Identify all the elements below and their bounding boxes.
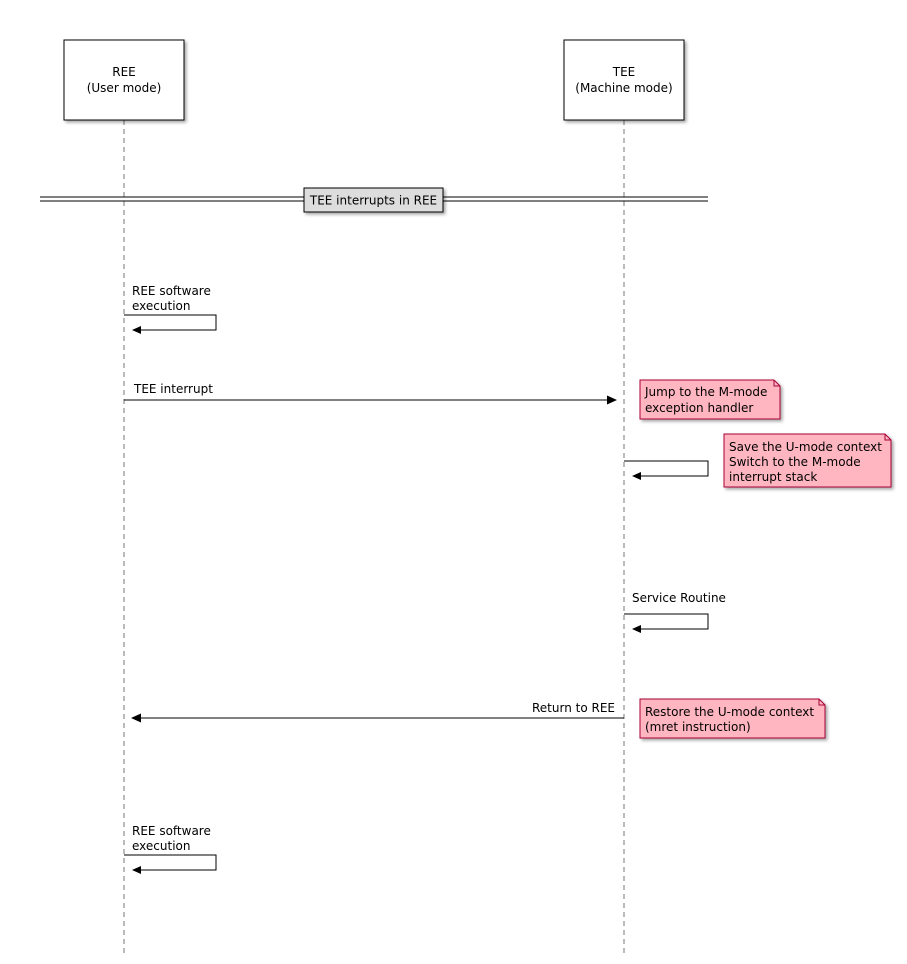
participant-tee-name: TEE (612, 65, 636, 79)
message-label: execution (132, 839, 190, 853)
note-text: Jump to the M-mode (644, 385, 767, 399)
message-label: execution (132, 299, 190, 313)
message-label: Return to REE (532, 701, 615, 715)
note-save: Save the U-mode context Switch to the M-… (723, 433, 892, 488)
note-text: (mret instruction) (645, 720, 751, 734)
arrowhead-icon (607, 395, 617, 405)
note-text: Switch to the M-mode (729, 455, 861, 469)
note-jump: Jump to the M-mode exception handler (639, 379, 781, 420)
participant-tee: TEE (Machine mode) (563, 39, 685, 121)
participant-tee-mode: (Machine mode) (575, 81, 672, 95)
arrowhead-icon (132, 866, 141, 874)
arrowhead-icon (632, 625, 641, 633)
note-text: exception handler (645, 401, 753, 415)
note-text: Restore the U-mode context (645, 705, 814, 719)
message-return-to-ree: Return to REE (131, 701, 624, 723)
participant-ree-name: REE (112, 65, 136, 79)
message-label: REE software (132, 824, 211, 838)
note-text: interrupt stack (729, 470, 817, 484)
message-tee-interrupt: TEE interrupt (124, 382, 617, 405)
arrowhead-icon (132, 326, 141, 334)
note-text: Save the U-mode context (729, 440, 882, 454)
participant-ree-mode: (User mode) (87, 81, 162, 95)
section-divider: TEE interrupts in REE (40, 187, 708, 213)
message-label: REE software (132, 284, 211, 298)
message-label: Service Routine (632, 591, 726, 605)
message-ree-exec-2: REE software execution (124, 824, 217, 874)
note-restore: Restore the U-mode context (mret instruc… (639, 698, 826, 739)
message-ree-exec-1: REE software execution (124, 284, 217, 334)
arrowhead-icon (131, 713, 141, 723)
message-save-context (624, 460, 709, 480)
participant-ree: REE (User mode) (63, 39, 185, 121)
arrowhead-icon (632, 472, 641, 480)
message-label: TEE interrupt (133, 382, 213, 396)
divider-label: TEE interrupts in REE (309, 194, 437, 208)
message-service-routine: Service Routine (624, 591, 726, 633)
